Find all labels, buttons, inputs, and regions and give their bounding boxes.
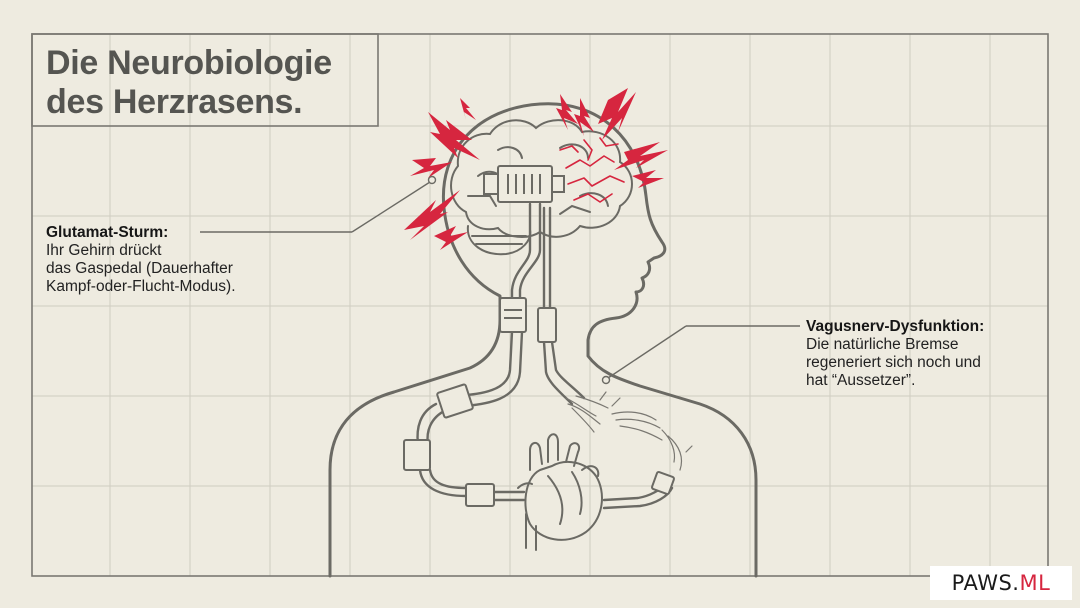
callout-glutamat-sturm: Glutamat-Sturm: Ihr Gehirn drückt das Ga…	[46, 224, 306, 296]
brand-logo: PAWS.ML	[930, 566, 1072, 600]
brain-stress-cracks	[559, 137, 625, 203]
page-title-line-1: Die Neurobiologie	[46, 44, 332, 82]
lightning-bolt-icon	[404, 88, 668, 250]
callout-vagusnerv: Vagusnerv-Dysfunktion: Die natürliche Br…	[806, 318, 1056, 390]
heart-icon	[517, 433, 603, 551]
callout-vagus-line-1: Die natürliche Bremse	[806, 336, 959, 353]
brain-circuit-chip	[483, 165, 565, 203]
callout-vagus-line-2: regeneriert sich noch und	[806, 354, 981, 371]
callout-leader-vagus	[601, 325, 800, 385]
brand-logo-accent: ML	[1019, 571, 1051, 595]
brand-logo-main: PAWS.	[951, 571, 1020, 595]
cable-connectors	[403, 297, 675, 507]
outer-frame	[31, 33, 1049, 577]
human-silhouette-icon	[328, 102, 758, 578]
callout-glutamat-line-2: das Gaspedal (Dauerhafter	[46, 260, 233, 277]
callout-leader-glutamat	[200, 175, 437, 233]
callout-vagus-heading: Vagusnerv-Dysfunktion:	[806, 318, 985, 335]
brain-icon	[450, 119, 633, 256]
page-title: Die Neurobiologie des Herzrasens.	[46, 44, 376, 122]
callout-glutamat-line-3: Kampf-oder-Flucht-Modus).	[46, 278, 236, 295]
callout-glutamat-heading: Glutamat-Sturm:	[46, 224, 169, 241]
callout-glutamat-line-1: Ihr Gehirn drückt	[46, 242, 162, 259]
page-title-line-2: des Herzrasens.	[46, 83, 303, 121]
callout-vagus-line-3: hat “Aussetzer”.	[806, 372, 916, 389]
frayed-nerve-fibers	[565, 391, 693, 471]
